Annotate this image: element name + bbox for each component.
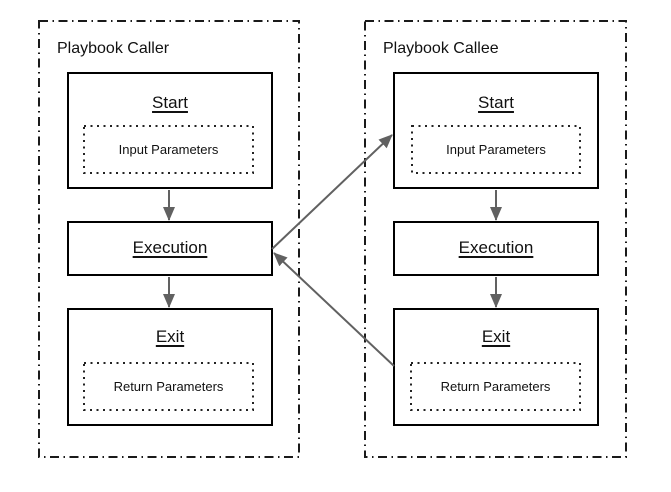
callee-return-parameters-label: Return Parameters (440, 379, 551, 394)
caller-return-parameters-label: Return Parameters (113, 379, 224, 394)
arrow-caller-execution-to-callee-start (271, 134, 393, 250)
caller-exit-box (67, 308, 273, 426)
caller-start-box (67, 72, 273, 189)
callee-exit-heading: Exit (481, 327, 511, 346)
caller-input-parameters-box (83, 125, 254, 174)
caller-return-parameters-box (83, 362, 254, 411)
callee-start-heading: Start (478, 93, 514, 112)
caller-container-border (38, 20, 300, 458)
caller-execution-heading: Execution (132, 238, 208, 257)
caller-input-parameters-label: Input Parameters (118, 142, 219, 157)
callee-return-parameters-box (410, 362, 581, 411)
callee-exit-box (393, 308, 599, 426)
arrow-callee-exit-to-caller-execution (273, 252, 395, 367)
caller-container-title: Playbook Caller (57, 40, 170, 57)
callee-start-box (393, 72, 599, 189)
callee-execution-box (393, 221, 599, 276)
caller-exit-heading: Exit (155, 327, 185, 346)
caller-execution-box (67, 221, 273, 276)
callee-input-parameters-box (411, 125, 581, 174)
caller-start-heading: Start (152, 93, 188, 112)
callee-container-title: Playbook Callee (383, 40, 499, 57)
callee-container-border (364, 20, 627, 458)
callee-execution-heading: Execution (458, 238, 534, 257)
callee-input-parameters-label: Input Parameters (446, 142, 546, 157)
